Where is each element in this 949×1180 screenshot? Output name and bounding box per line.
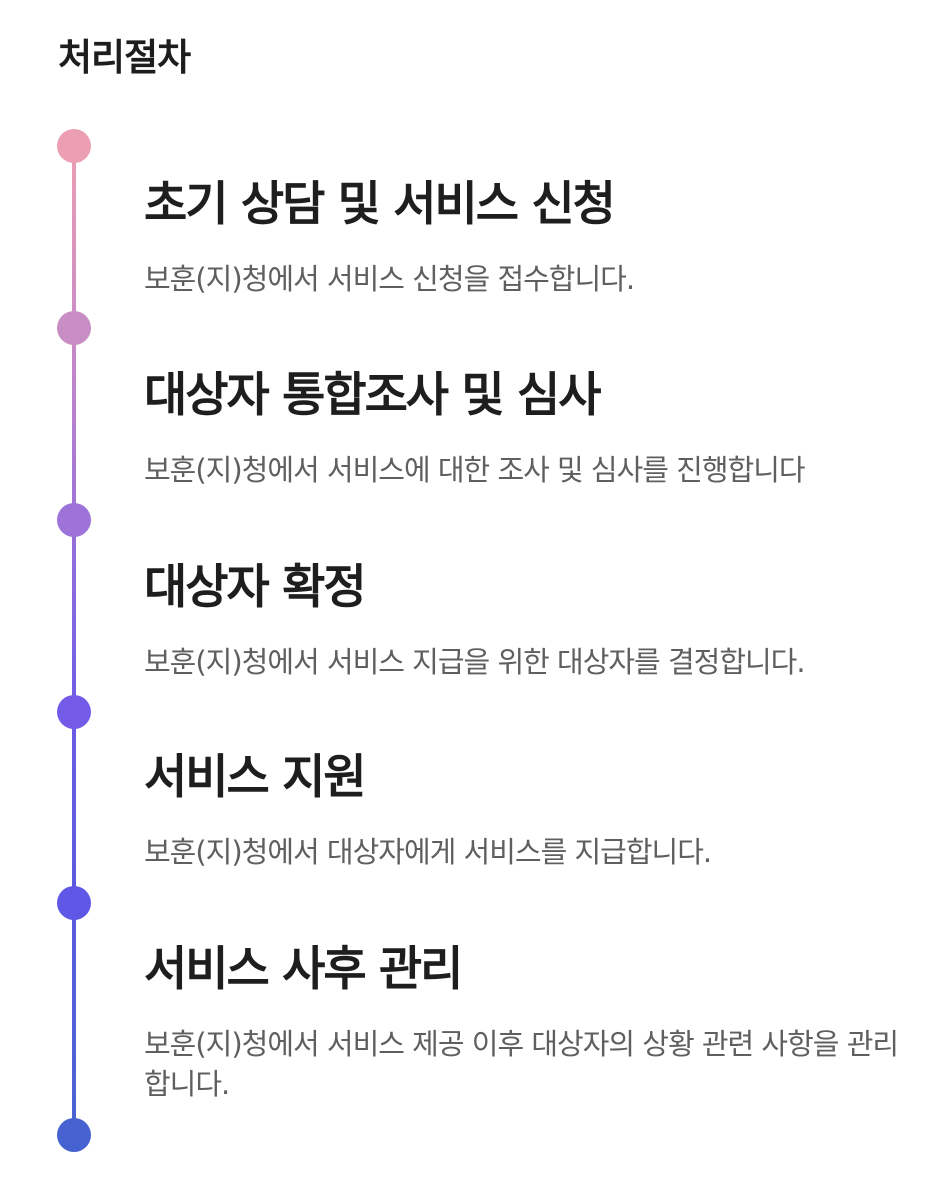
timeline-step-1: 초기 상담 및 서비스 신청 보훈(지)청에서 서비스 신청을 접수합니다. [144,175,914,299]
timeline-step-2: 대상자 통합조사 및 심사 보훈(지)청에서 서비스에 대한 조사 및 심사를 … [144,366,914,490]
step-title: 초기 상담 및 서비스 신청 [144,177,616,232]
step-title: 서비스 사후 관리 [144,942,463,997]
timeline-dot-end [57,1118,91,1152]
timeline-dot-2 [57,311,91,345]
timeline-step-4: 서비스 지원 보훈(지)청에서 대상자에게 서비스를 지급합니다. [144,748,914,872]
timeline-dot-4 [57,695,91,729]
step-description: 보훈(지)청에서 서비스 제공 이후 대상자의 상황 관련 사항을 관리합니다. [144,1027,899,1101]
timeline-dot-5 [57,886,91,920]
step-description: 보훈(지)청에서 서비스 지급을 위한 대상자를 결정합니다. [144,645,806,679]
step-title: 서비스 지원 [144,750,367,805]
timeline-step-3: 대상자 확정 보훈(지)청에서 서비스 지급을 위한 대상자를 결정합니다. [144,558,914,682]
step-title: 대상자 확정 [144,560,367,615]
timeline-dot-1 [57,129,91,163]
timeline-step-5: 서비스 사후 관리 보훈(지)청에서 서비스 제공 이후 대상자의 상황 관련 … [144,940,914,1104]
section-title: 처리절차 [58,36,191,79]
timeline-line [72,146,76,1136]
step-description: 보훈(지)청에서 서비스에 대한 조사 및 심사를 진행합니다 [144,453,806,487]
step-title: 대상자 통합조사 및 심사 [144,368,602,423]
step-description: 보훈(지)청에서 서비스 신청을 접수합니다. [144,262,635,296]
step-description: 보훈(지)청에서 대상자에게 서비스를 지급합니다. [144,835,712,869]
timeline-dot-3 [57,503,91,537]
